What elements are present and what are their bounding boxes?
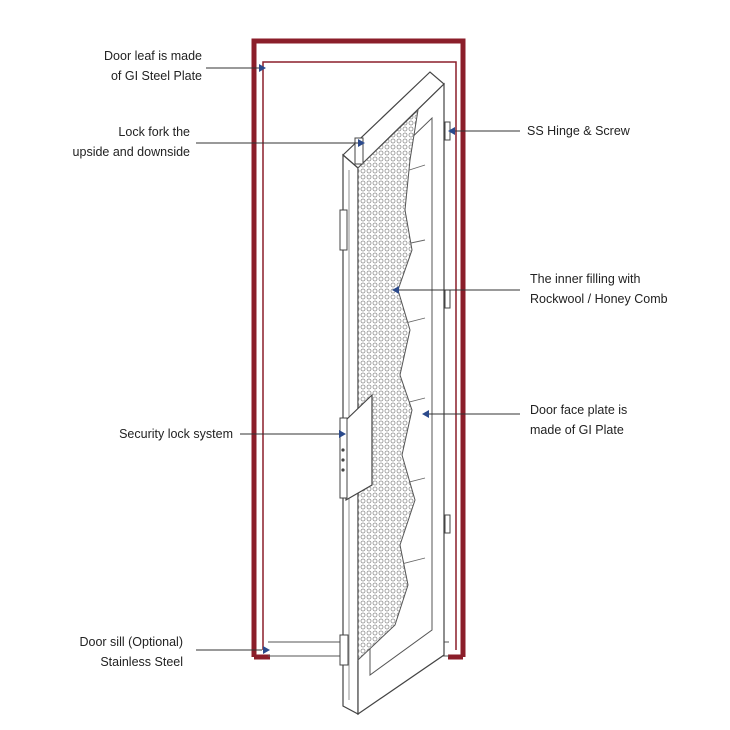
callout-pointers — [259, 64, 455, 654]
frame-inner — [262, 61, 457, 650]
label-face-plate-line1: Door face plate is — [530, 403, 628, 417]
label-door-sill-line2: Stainless Steel — [100, 655, 183, 669]
label-inner-filling: The inner filling with Rockwool / Honey … — [530, 269, 668, 309]
label-lock-fork: Lock fork the upside and downside — [73, 122, 190, 162]
label-inner-filling-line2: Rockwool / Honey Comb — [530, 292, 668, 306]
label-door-sill-line1: Door sill (Optional) — [79, 635, 183, 649]
label-door-sill: Door sill (Optional) Stainless Steel — [79, 632, 183, 672]
callout-lines — [196, 67, 520, 651]
security-lock-icon — [339, 393, 373, 502]
label-face-plate-line2: made of GI Plate — [530, 423, 624, 437]
label-lock-fork-line2: upside and downside — [72, 145, 190, 159]
frame-outer — [251, 38, 466, 657]
label-lock-fork-line1: Lock fork the — [118, 125, 190, 139]
label-face-plate: Door face plate is made of GI Plate — [530, 400, 627, 440]
bottom-lock-fork-icon — [339, 634, 349, 666]
lock-fork-icon — [339, 137, 364, 251]
label-hinge-line1: SS Hinge & Screw — [527, 124, 630, 138]
honeycomb-filling — [357, 108, 419, 662]
door-leaf — [342, 71, 445, 716]
label-security-lock: Security lock system — [119, 424, 233, 444]
label-door-leaf: Door leaf is made of GI Steel Plate — [104, 46, 202, 86]
label-door-leaf-line1: Door leaf is made — [104, 49, 202, 63]
label-hinge: SS Hinge & Screw — [527, 121, 630, 141]
label-inner-filling-line1: The inner filling with — [530, 272, 641, 286]
label-door-leaf-line2: of GI Steel Plate — [110, 69, 202, 83]
door-frame — [251, 38, 466, 660]
hinge-icon — [444, 121, 451, 534]
label-security-lock-line1: Security lock system — [119, 427, 233, 441]
